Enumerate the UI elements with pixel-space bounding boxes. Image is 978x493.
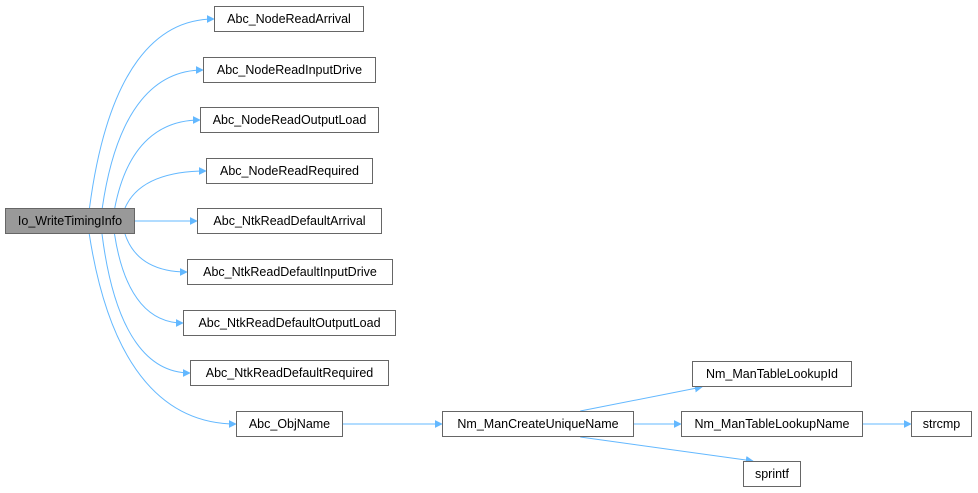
edge-root-n9	[88, 233, 237, 428]
node-nm-mantablelookupname[interactable]: Nm_ManTableLookupName	[681, 411, 863, 437]
edge-root-n6	[124, 233, 188, 276]
node-abc-nodereadarrival[interactable]: Abc_NodeReadArrival	[214, 6, 364, 32]
node-nm-mantablelookupid[interactable]: Nm_ManTableLookupId	[692, 361, 852, 387]
edge-root-n3	[114, 116, 201, 209]
node-sprintf[interactable]: sprintf	[743, 461, 801, 487]
node-abc-ntkreaddefaultarrival[interactable]: Abc_NtkReadDefaultArrival	[197, 208, 382, 234]
node-abc-ntkreaddefaultrequired[interactable]: Abc_NtkReadDefaultRequired	[190, 360, 389, 386]
node-abc-nodereadoutputload[interactable]: Abc_NodeReadOutputLoad	[200, 107, 379, 133]
node-abc-nodereadrequired[interactable]: Abc_NodeReadRequired	[206, 158, 373, 184]
edge-root-n4	[124, 167, 207, 209]
edge-root-n7	[114, 233, 184, 327]
node-abc-ntkreaddefaultinputdrive[interactable]: Abc_NtkReadDefaultInputDrive	[187, 259, 393, 285]
node-io-writetiminginfo: Io_WriteTimingInfo	[5, 208, 135, 234]
edge-n10-n11	[580, 384, 703, 412]
edge-root-n2	[101, 66, 204, 209]
node-abc-ntkreaddefaultoutputload[interactable]: Abc_NtkReadDefaultOutputLoad	[183, 310, 396, 336]
edge-root-n1	[89, 15, 215, 209]
node-nm-mancreateuniquename[interactable]: Nm_ManCreateUniqueName	[442, 411, 634, 437]
node-strcmp[interactable]: strcmp	[911, 411, 972, 437]
node-abc-objname[interactable]: Abc_ObjName	[236, 411, 343, 437]
edge-n10-n14	[580, 436, 754, 464]
edge-root-n8	[101, 233, 191, 377]
node-abc-nodereadinputdrive[interactable]: Abc_NodeReadInputDrive	[203, 57, 376, 83]
